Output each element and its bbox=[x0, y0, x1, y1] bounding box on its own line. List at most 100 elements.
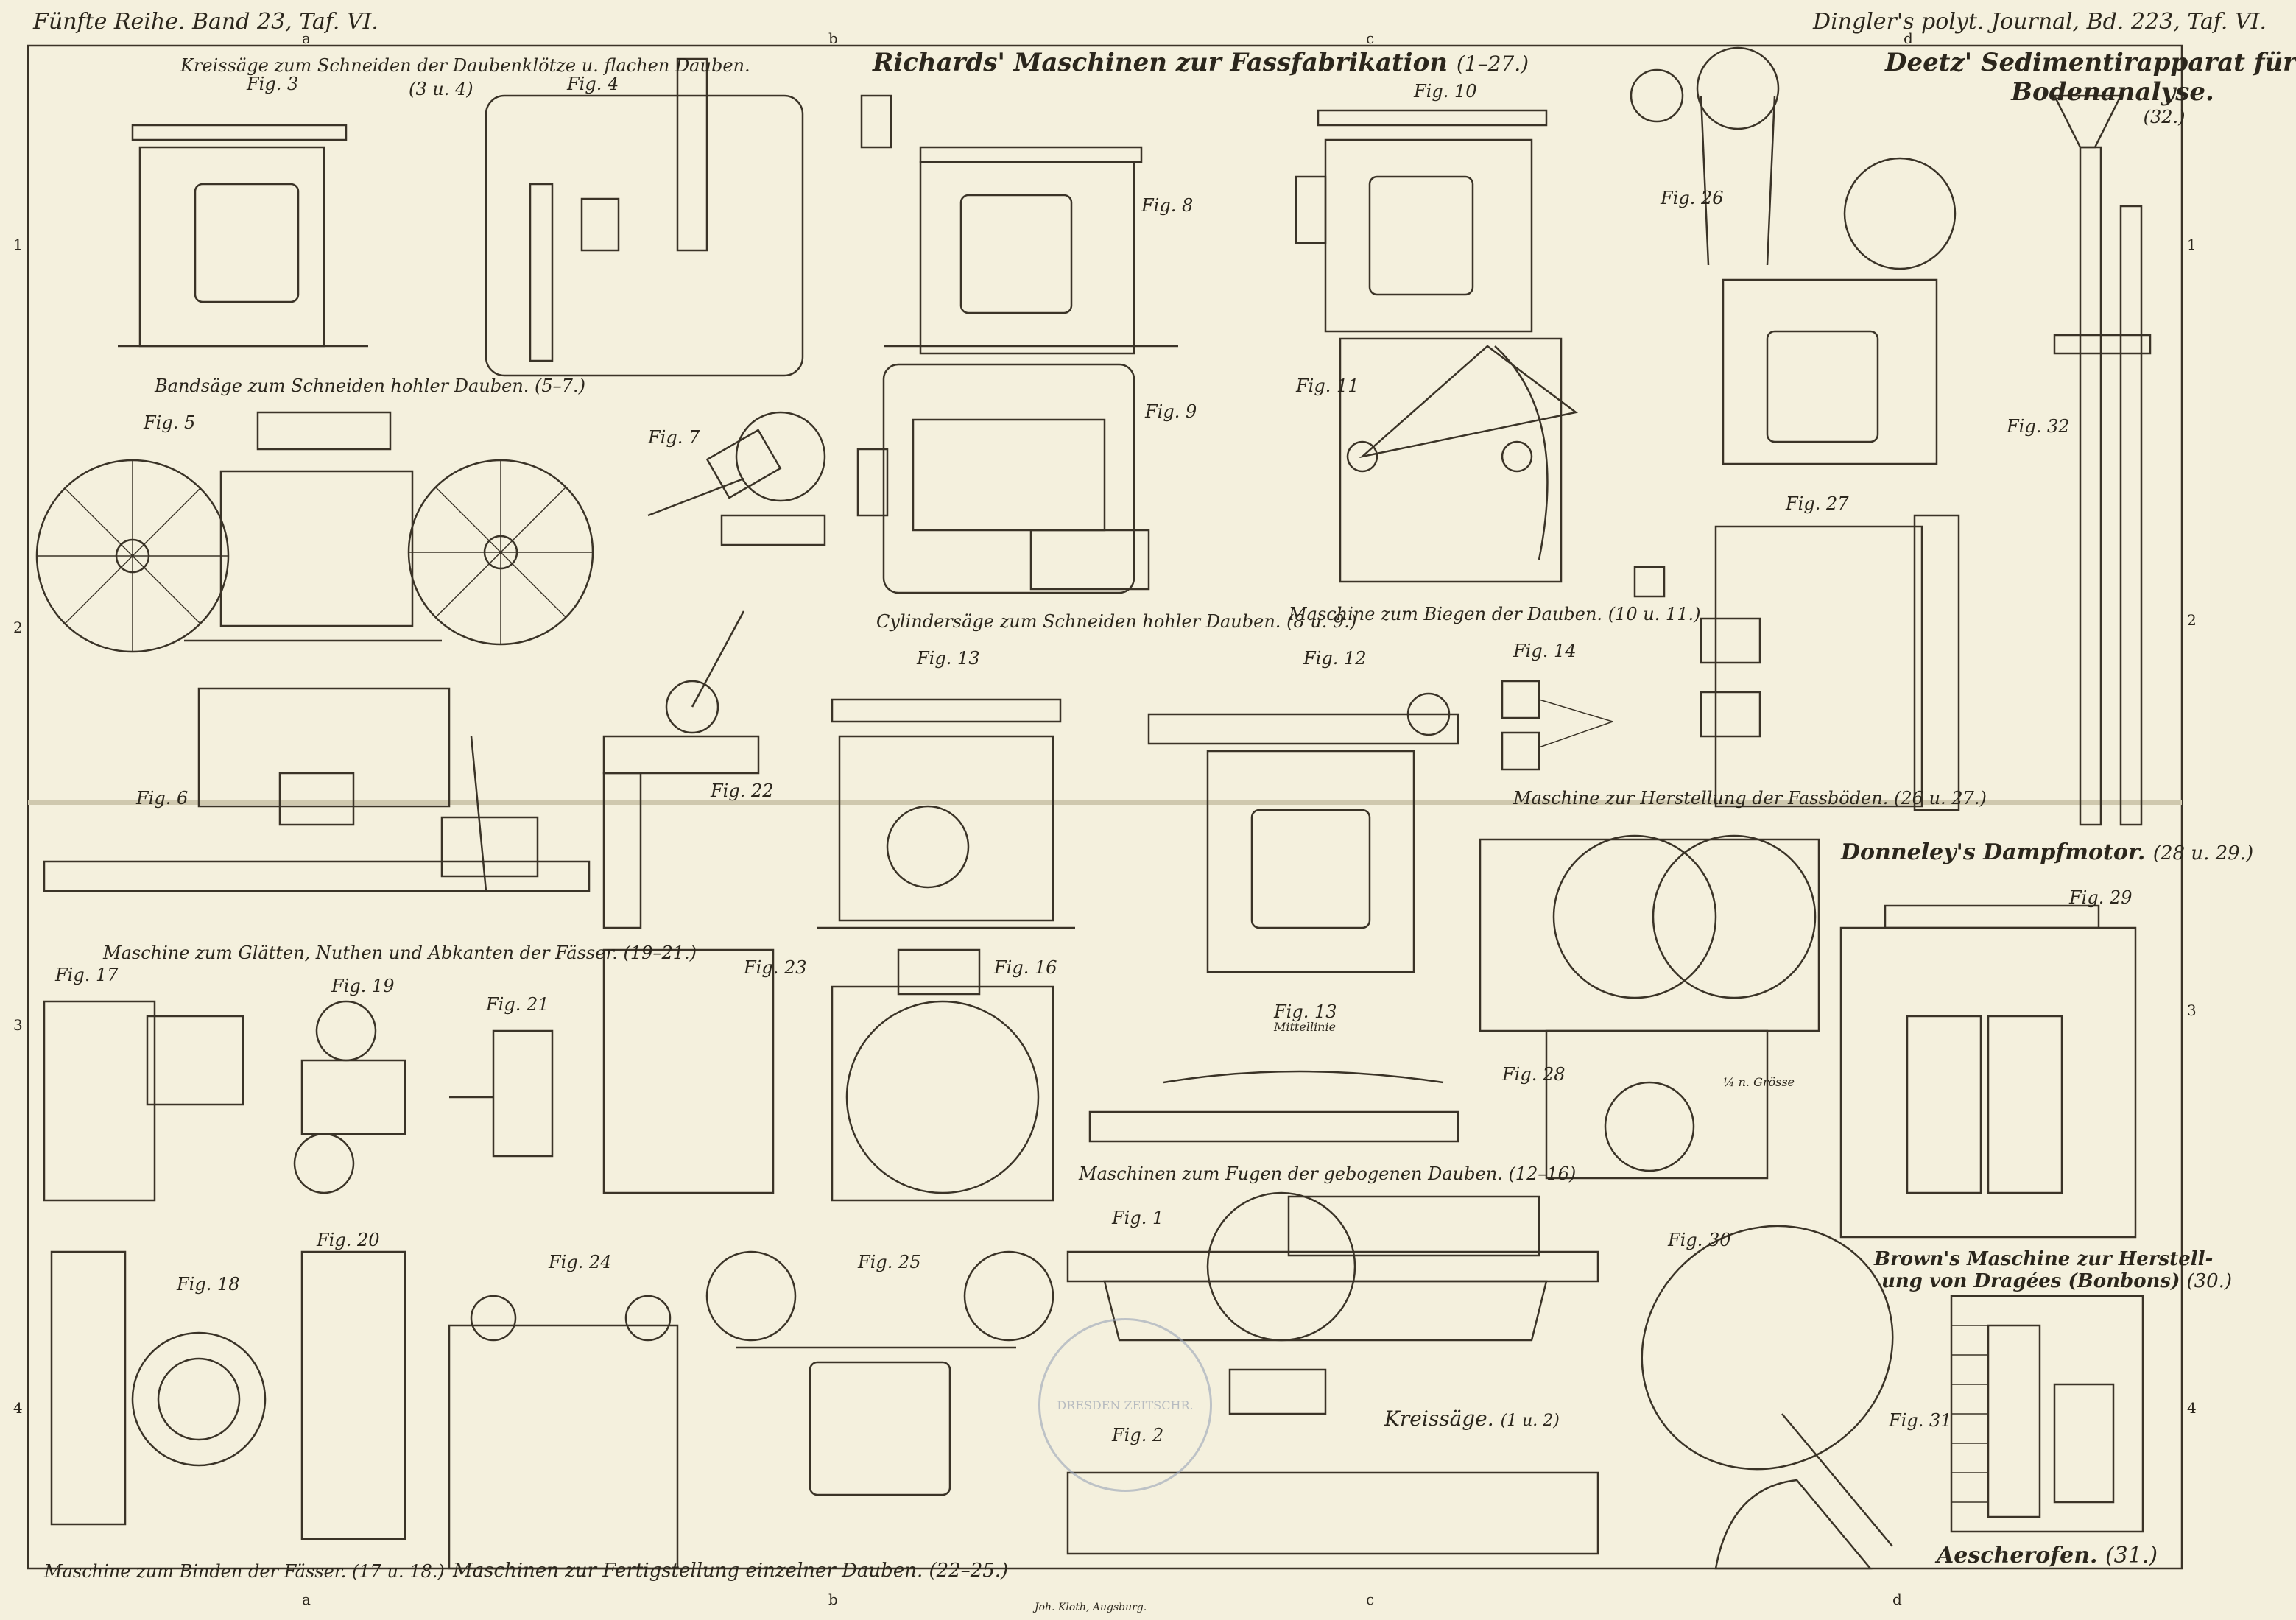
fig-label-8: Fig. 8 bbox=[1141, 195, 1194, 216]
fig-label-22: Fig. 22 bbox=[711, 781, 774, 801]
stamp-text: DRESDEN ZEITSCHR. bbox=[1057, 1398, 1194, 1412]
fig-label-2: Fig. 2 bbox=[1112, 1425, 1164, 1445]
title-deetz-line1: Deetz' Sedimentirapparat für bbox=[1885, 48, 2296, 77]
fig-label-12: Fig. 12 bbox=[1303, 648, 1367, 669]
title-text: Cylindersäge zum Schneiden hohler Dauben… bbox=[876, 611, 1281, 632]
title-brown-text: ung von Dragées (Bonbons) bbox=[1881, 1270, 2180, 1292]
title-deetz-ref: (32.) bbox=[2143, 107, 2186, 127]
fig8-drawing bbox=[860, 94, 1178, 355]
title-ref: (3 u. 4) bbox=[409, 79, 473, 99]
title-main: Richards' Maschinen zur Fassfabrikation … bbox=[873, 48, 1529, 77]
title-ref: (8 u. 9.) bbox=[1286, 611, 1357, 632]
title-text: Kreissäge zum Schneiden der Daubenklötze… bbox=[180, 55, 750, 76]
fig-label-4: Fig. 4 bbox=[567, 74, 619, 94]
fig-label-18: Fig. 18 bbox=[177, 1274, 240, 1295]
title-ref: (26 u. 27.) bbox=[1894, 788, 1987, 809]
fig-label-16: Fig. 16 bbox=[994, 957, 1057, 978]
fig23-16-13-drawings bbox=[602, 948, 1459, 1202]
fig-label-9: Fig. 9 bbox=[1145, 401, 1197, 422]
fig3-drawing bbox=[118, 124, 368, 348]
fig10-drawing bbox=[1295, 109, 1548, 333]
title-fassboeden: Maschine zur Herstellung der Fassböden. … bbox=[1513, 788, 1987, 809]
fig-label-24: Fig. 24 bbox=[549, 1252, 612, 1272]
title-ref: (22–25.) bbox=[929, 1560, 1009, 1582]
fig27-drawing bbox=[1633, 514, 1960, 811]
edge-letter-top-a: a bbox=[302, 29, 311, 47]
fig11-drawing bbox=[1339, 337, 1578, 583]
fig9-drawing bbox=[856, 363, 1150, 594]
printer-credit: Joh. Kloth, Augsburg. bbox=[1035, 1602, 1147, 1613]
fig-label-26: Fig. 26 bbox=[1661, 188, 1724, 208]
fig24-25-drawings bbox=[448, 1250, 1054, 1570]
fig-label-25: Fig. 25 bbox=[858, 1252, 921, 1272]
title-text: Maschine zum Biegen der Dauben. bbox=[1289, 604, 1603, 624]
fig15-drawing bbox=[817, 698, 1075, 929]
title-ref: (19–21.) bbox=[623, 943, 697, 963]
edge-number-left-3: 3 bbox=[13, 1016, 23, 1034]
fig29-drawing bbox=[1839, 904, 2137, 1239]
title-text: Maschine zum Glätten, Nuthen und Abkante… bbox=[103, 943, 618, 963]
title-ref: (28 u. 29.) bbox=[2152, 842, 2254, 864]
edge-number-left-4: 4 bbox=[13, 1399, 23, 1417]
library-stamp: DRESDEN ZEITSCHR. bbox=[1038, 1318, 1212, 1492]
title-text: Donneley's Dampfmotor. bbox=[1841, 839, 2146, 865]
title-ref: (12–16) bbox=[1508, 1163, 1577, 1184]
fig5-drawing bbox=[35, 411, 594, 653]
title-brown-line1: Brown's Maschine zur Herstell- bbox=[1874, 1248, 2214, 1270]
edge-letter-top-b: b bbox=[828, 29, 838, 47]
title-ref: (10 u. 11.) bbox=[1607, 604, 1701, 624]
title-text: Maschine zum Binden der Fässer. bbox=[44, 1561, 347, 1582]
fig18-20-drawings bbox=[50, 1250, 406, 1540]
title-main-text: Richards' Maschinen zur Fassfabrikation bbox=[873, 48, 1448, 77]
fig-label-30: Fig. 30 bbox=[1668, 1230, 1731, 1250]
edge-number-right-3: 3 bbox=[2187, 1001, 2197, 1019]
fig-label-6: Fig. 6 bbox=[136, 788, 189, 809]
fig-label-19: Fig. 19 bbox=[331, 976, 395, 996]
title-text: Kreissäge. bbox=[1384, 1406, 1494, 1431]
title-binden: Maschine zum Binden der Fässer. (17 u. 1… bbox=[44, 1561, 445, 1582]
fig14-drawing bbox=[1501, 680, 1613, 771]
fig28-drawing bbox=[1479, 834, 1820, 1180]
fig17-19-21-drawings bbox=[43, 1000, 554, 1202]
fig-label-32: Fig. 32 bbox=[2007, 416, 2070, 437]
fig-label-17: Fig. 17 bbox=[55, 965, 119, 985]
title-aescher: Aescherofen. (31.) bbox=[1937, 1543, 2158, 1568]
edge-number-left-1: 1 bbox=[13, 236, 23, 253]
edge-number-right-2: 2 bbox=[2187, 611, 2197, 629]
title-mittellinie: Mittellinie bbox=[1274, 1020, 1337, 1034]
fig-label-10: Fig. 10 bbox=[1414, 81, 1477, 102]
fig22-drawing bbox=[602, 610, 760, 929]
title-kreissaege: Kreissäge. (1 u. 2) bbox=[1384, 1406, 1560, 1431]
header-right: Dingler's polyt. Journal, Bd. 223, Taf. … bbox=[1813, 9, 2267, 35]
fig-label-23: Fig. 23 bbox=[744, 957, 807, 978]
title-text: Bandsäge zum Schneiden hohler Dauben. bbox=[155, 376, 529, 396]
edge-number-left-2: 2 bbox=[13, 619, 23, 636]
title-fertigstellung: Maschinen zur Fertigstellung einzelner D… bbox=[453, 1560, 1008, 1582]
edge-letter-bottom-d: d bbox=[1892, 1591, 1902, 1608]
fig32-drawing bbox=[2052, 94, 2152, 826]
fig7-drawing bbox=[647, 411, 826, 546]
fig-label-31: Fig. 31 bbox=[1889, 1410, 1952, 1431]
edge-number-right-1: 1 bbox=[2187, 236, 2197, 253]
title-kreissaege-dauben: Kreissäge zum Schneiden der Daubenklötze… bbox=[180, 55, 750, 99]
edge-letter-top-d: d bbox=[1904, 29, 1913, 47]
title-text: Maschine zur Herstellung der Fassböden. bbox=[1513, 788, 1889, 809]
fig-label-15: Fig. 13 bbox=[917, 648, 980, 669]
title-deetz: Deetz' Sedimentirapparat für Bodenanalys… bbox=[1885, 48, 2296, 127]
title-brown-ref: (30.) bbox=[2186, 1270, 2233, 1292]
title-cylindersaege: Cylindersäge zum Schneiden hohler Dauben… bbox=[876, 611, 1356, 632]
fig-label-5: Fig. 5 bbox=[144, 412, 196, 433]
title-ref: (1 u. 2) bbox=[1500, 1412, 1560, 1430]
edge-letter-top-c: c bbox=[1366, 29, 1375, 47]
title-brown-line2: ung von Dragées (Bonbons) (30.) bbox=[1881, 1270, 2232, 1292]
edge-letter-bottom-a: a bbox=[302, 1591, 311, 1608]
edge-number-right-4: 4 bbox=[2187, 1399, 2197, 1417]
title-bandsaege: Bandsäge zum Schneiden hohler Dauben. (5… bbox=[155, 376, 585, 396]
fig31-drawing bbox=[1950, 1295, 2144, 1533]
title-brown: Brown's Maschine zur Herstell- ung von D… bbox=[1874, 1248, 2232, 1292]
fig-label-14: Fig. 14 bbox=[1513, 641, 1577, 661]
fig4-drawing bbox=[485, 57, 804, 377]
title-text: Maschinen zum Fugen der gebogenen Dauben… bbox=[1079, 1163, 1503, 1184]
fig-label-21: Fig. 21 bbox=[486, 994, 549, 1015]
fig-label-1: Fig. 1 bbox=[1112, 1208, 1164, 1228]
